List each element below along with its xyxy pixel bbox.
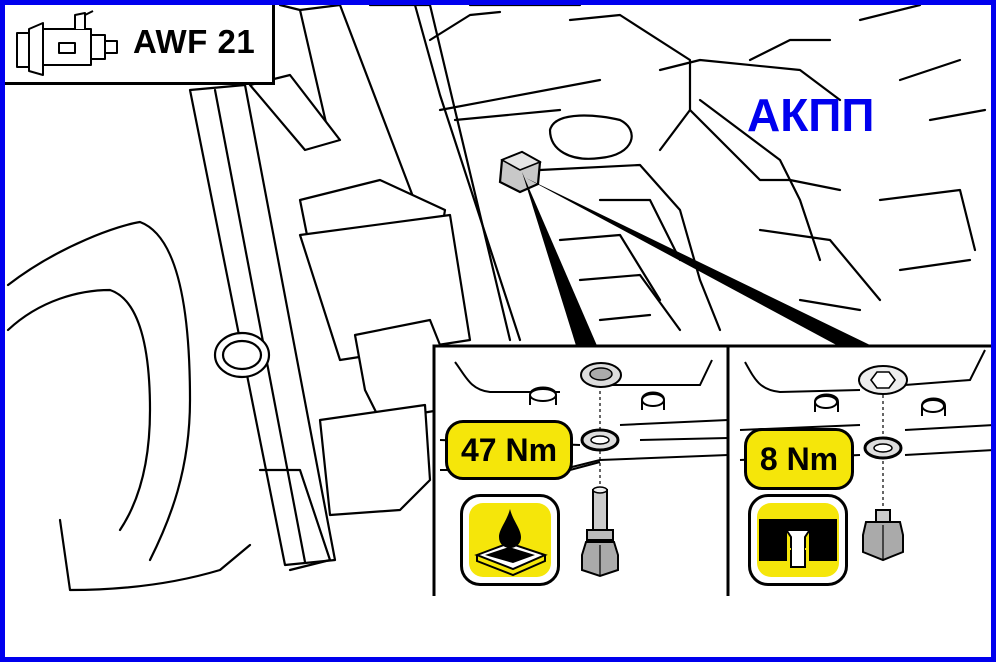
torque-badge-fill: 8 Nm xyxy=(744,428,854,490)
fill-level-icon xyxy=(748,494,848,586)
gearbox-icon xyxy=(16,10,118,76)
fill-plug-exploded xyxy=(858,365,908,562)
model-label: AWF 21 xyxy=(133,23,256,60)
plug-bolt-icon xyxy=(498,150,542,194)
transmission-label: АКПП xyxy=(747,89,875,141)
drain-plug-exploded xyxy=(580,362,622,578)
pointer-wedge-drain xyxy=(522,172,598,352)
pointer-wedge-fill xyxy=(526,178,870,348)
torque-badge-drain: 47 Nm xyxy=(445,420,573,480)
model-header: AWF 21 xyxy=(5,5,275,85)
oil-drain-icon xyxy=(460,494,560,586)
